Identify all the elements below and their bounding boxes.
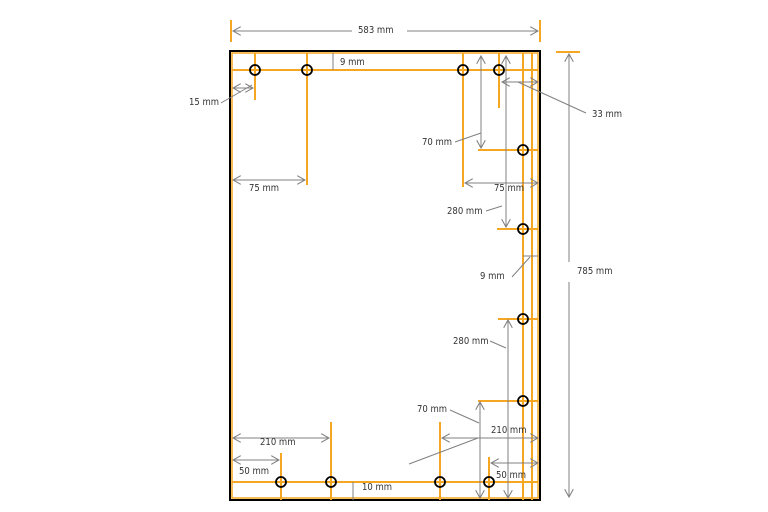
overall-width-dimension: [230, 20, 541, 42]
panel-frame: [229, 50, 541, 501]
hole-top-3: [457, 64, 469, 76]
screw-holes: [249, 64, 529, 488]
bottom-offset-label: 10 mm: [362, 482, 393, 493]
top-right-offset-label: 33 mm: [592, 109, 623, 120]
right-upper-span-label: 280 mm: [447, 206, 483, 217]
top-left-width-label: 75 mm: [249, 183, 280, 194]
hole-top-1: [249, 64, 261, 76]
bottom-right-width-label: 210 mm: [491, 425, 527, 436]
hole-bottom-3: [434, 476, 446, 488]
rail-lines: [232, 53, 538, 500]
overall-height-label: 785 mm: [577, 266, 613, 277]
right-offset-label: 9 mm: [480, 271, 505, 282]
hole-bottom-2: [325, 476, 337, 488]
hole-bottom-4: [483, 476, 495, 488]
dimension-lines: [220, 53, 587, 500]
right-width-label: 75 mm: [494, 183, 525, 194]
hole-right-4: [517, 395, 529, 407]
top-right-drop-label: 70 mm: [422, 137, 453, 148]
overall-width-label: 583 mm: [358, 25, 394, 36]
right-lower-span-label: 280 mm: [453, 336, 489, 347]
bottom-right-edge-label: 50 mm: [496, 470, 527, 481]
left-edge-offset-label: 15 mm: [189, 97, 220, 108]
bottom-right-drop-label: 70 mm: [417, 404, 448, 415]
hole-top-2: [301, 64, 313, 76]
overall-height-dimension: [556, 51, 580, 497]
bottom-left-edge-label: 50 mm: [239, 466, 270, 477]
top-offset-label: 9 mm: [340, 57, 365, 68]
hole-right-3: [517, 313, 529, 325]
hole-right-1: [517, 144, 529, 156]
hole-bottom-1: [275, 476, 287, 488]
hole-right-2: [517, 223, 529, 235]
bottom-left-width-label: 210 mm: [260, 437, 296, 448]
hole-top-4: [493, 64, 505, 76]
